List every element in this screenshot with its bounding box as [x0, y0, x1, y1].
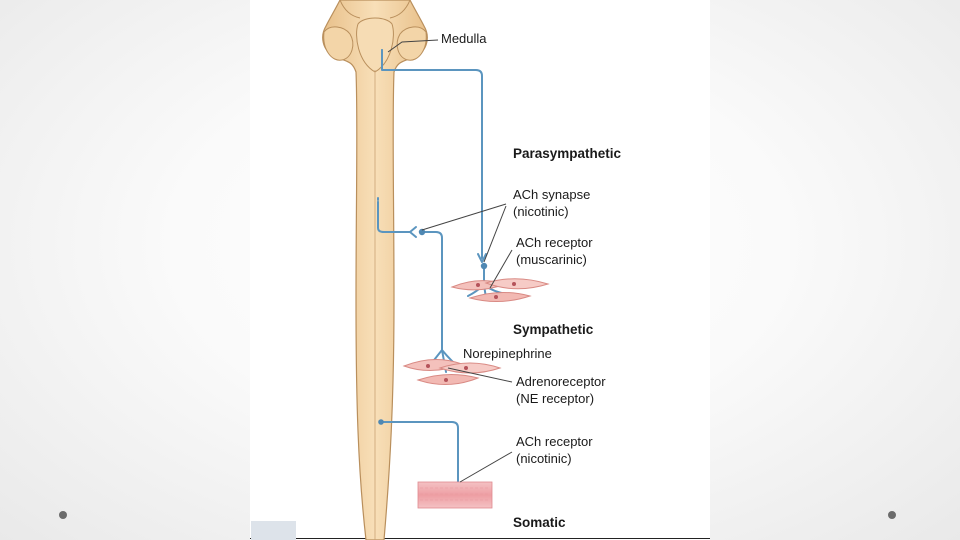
- slide-nav-dot-left[interactable]: [59, 511, 67, 519]
- label-ach-receptor-nicotinic-line1: ACh receptor: [516, 434, 593, 449]
- label-ach-receptor-muscarinic-line2: (muscarinic): [516, 252, 587, 267]
- spinal-cord: [322, 0, 428, 540]
- label-parasympathetic: Parasympathetic: [513, 146, 622, 161]
- sympathetic-synapse-marker: [409, 226, 417, 238]
- panel-tab: [251, 521, 296, 540]
- parasympathetic-postganglionic-fiber: [467, 253, 507, 299]
- sympathetic-preganglionic-fiber: [377, 201, 411, 233]
- parasympathetic-preganglionic-fiber: [381, 49, 483, 259]
- sympathetic-postganglionic-fiber: [419, 231, 461, 373]
- ach-synapse-leader-2: [483, 205, 507, 263]
- parasympathetic-target-cells: [450, 278, 550, 302]
- sympathetic-ganglion-cell: [418, 228, 426, 236]
- ach-receptor-muscarinic-leader: [489, 249, 513, 289]
- label-ach-synapse-line1: ACh synapse: [513, 187, 591, 202]
- label-adrenoreceptor-line2: (NE receptor): [516, 391, 595, 406]
- diagram-panel: [250, 0, 710, 540]
- label-adrenoreceptor-line1: Adrenoreceptor: [516, 374, 606, 389]
- ach-synapse-leader-1: [421, 203, 507, 231]
- label-ach-receptor-muscarinic-line1: ACh receptor: [516, 235, 593, 250]
- adrenoreceptor-leader: [447, 367, 513, 383]
- parasympathetic-ganglion-cell: [480, 262, 488, 270]
- medulla-leader: [387, 39, 439, 53]
- sympathetic-target-cells: [402, 359, 502, 385]
- slide-nav-dot-right[interactable]: [888, 511, 896, 519]
- nerve-pathways: [377, 49, 507, 497]
- label-norepinephrine: Norepinephrine: [463, 346, 552, 361]
- panel-bottom-border: [250, 538, 710, 539]
- ach-receptor-nicotinic-leader: [459, 451, 513, 483]
- somatic-motor-neuron-cell: [378, 419, 384, 425]
- leader-lines: [387, 39, 513, 483]
- label-ach-receptor-nicotinic-line2: (nicotinic): [516, 451, 572, 466]
- label-somatic: Somatic: [513, 515, 566, 530]
- label-medulla: Medulla: [441, 31, 487, 46]
- nerve-cell-bodies: [378, 228, 488, 425]
- label-ach-synapse-line2: (nicotinic): [513, 204, 569, 219]
- skeletal-muscle: [417, 481, 493, 509]
- label-sympathetic: Sympathetic: [513, 322, 594, 337]
